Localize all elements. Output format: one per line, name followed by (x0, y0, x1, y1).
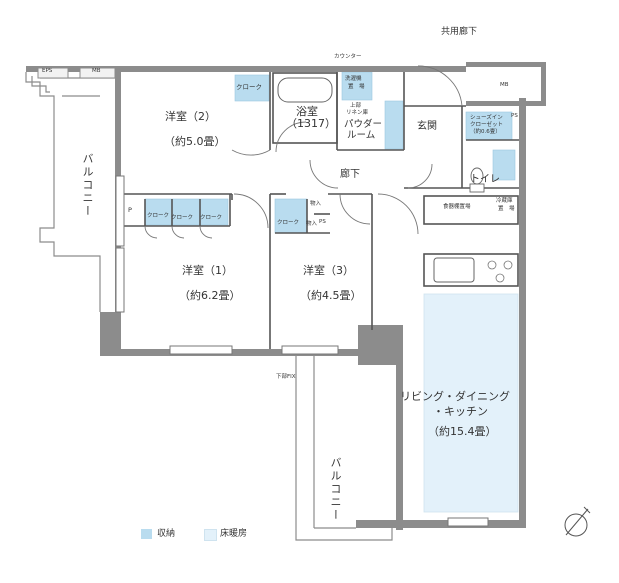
shoes-label-3: （約0.6畳） (470, 129, 501, 135)
legend-storage-label: 収納 (157, 529, 176, 539)
ps-entrance-label: PS (511, 113, 518, 119)
western2-size: （約5.0畳） (164, 135, 226, 148)
compass-icon (564, 506, 591, 537)
bath-size: （1317） (286, 117, 336, 130)
ldk-name: リビング・ダイニング (400, 390, 510, 403)
powder-name-2: ルーム (347, 130, 376, 141)
balcony-left-label: バルコニー (81, 153, 94, 218)
bottom-balcony (295, 356, 393, 541)
bath-name: 浴室 (296, 105, 318, 118)
partitions (121, 72, 519, 349)
laundry-label-1: 洗濯機 (345, 76, 362, 82)
laundry-label-2: 置 場 (348, 84, 365, 90)
western1-size: （約6.2畳） (179, 289, 241, 302)
p-label: P (128, 206, 132, 214)
storage-label-2: 物入 (306, 221, 318, 227)
window-fix-label: 下部FIX (276, 374, 296, 380)
mb-right-label: MB (500, 82, 509, 88)
shoes-label-1: シューズイン (470, 115, 503, 121)
stove-fixture (487, 260, 513, 283)
fridge-label-1: 冷蔵庫 (496, 198, 513, 204)
bathtub (277, 77, 333, 103)
legend-storage-swatch (141, 529, 152, 539)
western2-name: 洋室（2） (165, 110, 216, 123)
ps-room3-label: PS (319, 219, 326, 225)
mb-left-label: MB (92, 68, 101, 74)
common-corridor-label: 共用廊下 (441, 27, 478, 37)
door-swings (144, 65, 463, 239)
closet-c-label: クローク (277, 220, 300, 226)
closet-b1-label: クローク (147, 213, 170, 219)
toilet-label: トイレ (470, 174, 500, 185)
closet-b2-label: クローク (171, 215, 194, 221)
toilet-fixture (469, 167, 485, 193)
western1-name: 洋室（1） (182, 264, 233, 277)
western3-name: 洋室（3） (303, 264, 354, 277)
legend-floor-heating-label: 床暖房 (220, 529, 248, 539)
eps-mb-left (37, 67, 116, 79)
left-balcony (25, 72, 115, 312)
western3-size: （約4.5畳） (300, 289, 362, 302)
linen-label-1: 上部 (350, 103, 362, 109)
legend-floor-heating-swatch (204, 529, 217, 541)
powder-name: パウダー (344, 119, 383, 130)
entrance-label: 玄関 (417, 121, 437, 132)
counter-label: カウンター (334, 54, 362, 60)
closet-a-label: クローク (236, 83, 262, 91)
ldk-size: （約15.4畳） (428, 425, 497, 438)
balcony-bottom-label: バルコニー (329, 457, 342, 522)
ldk-name-2: ・キッチン (433, 405, 488, 418)
closet-b3-label: クローク (200, 215, 223, 221)
food-storage-label: 食器棚置場 (443, 204, 471, 210)
windows (115, 175, 489, 527)
linen-label-2: リネン庫 (346, 110, 369, 116)
floor-heating-area (423, 293, 519, 513)
storage-areas (144, 71, 516, 234)
eps-label: EPS (42, 68, 53, 74)
shoes-label-2: クローゼット (470, 122, 504, 128)
fridge-label-2: 置 場 (498, 206, 515, 212)
kitchen-sink (433, 257, 475, 283)
hall-label: 廊下 (340, 169, 360, 180)
storage-label-1: 物入 (310, 201, 322, 207)
